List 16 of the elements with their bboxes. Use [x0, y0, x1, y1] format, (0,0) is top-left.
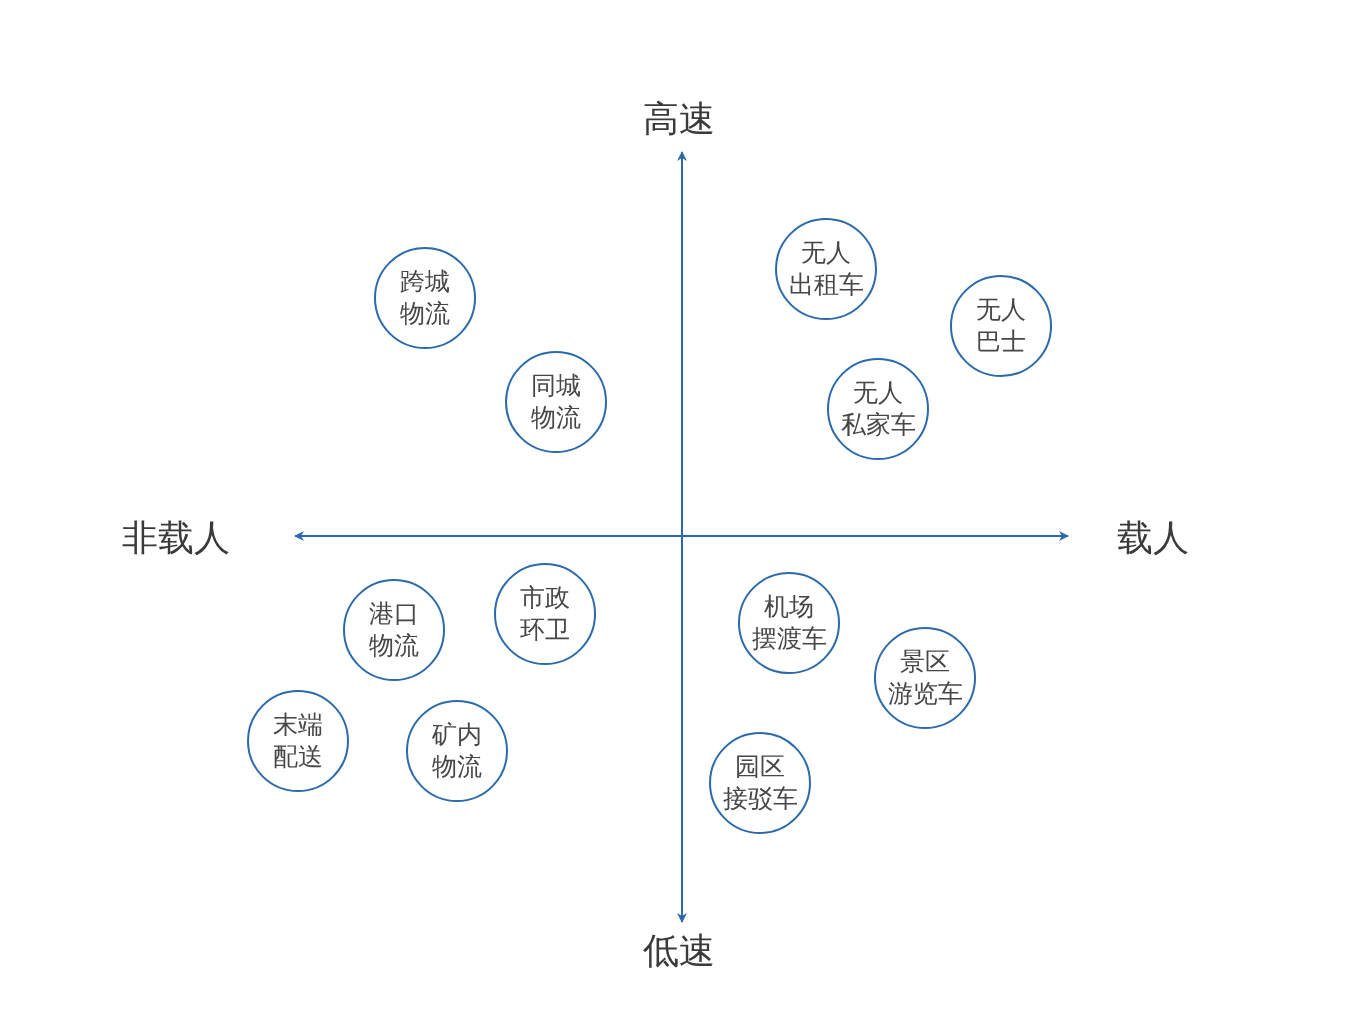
category-label: 无人私家车	[840, 376, 916, 441]
category-label: 无人出租车	[788, 236, 864, 301]
category-label: 跨城物流	[400, 265, 450, 330]
category-label: 无人巴士	[976, 293, 1026, 358]
axis-label: 非载人	[122, 518, 230, 558]
category-label: 矿内物流	[432, 718, 482, 783]
category-label: 市政环卫	[520, 581, 570, 646]
axis-label: 低速	[643, 931, 715, 971]
axis-label: 高速	[643, 99, 715, 139]
category-label: 同城物流	[531, 369, 581, 434]
category-label: 园区接驳车	[722, 750, 798, 815]
category-label: 机场摆渡车	[751, 590, 827, 655]
axis-label: 载人	[1117, 518, 1189, 558]
category-label: 末端配送	[273, 708, 323, 773]
category-label: 景区游览车	[887, 645, 963, 710]
category-label: 港口物流	[369, 597, 419, 662]
